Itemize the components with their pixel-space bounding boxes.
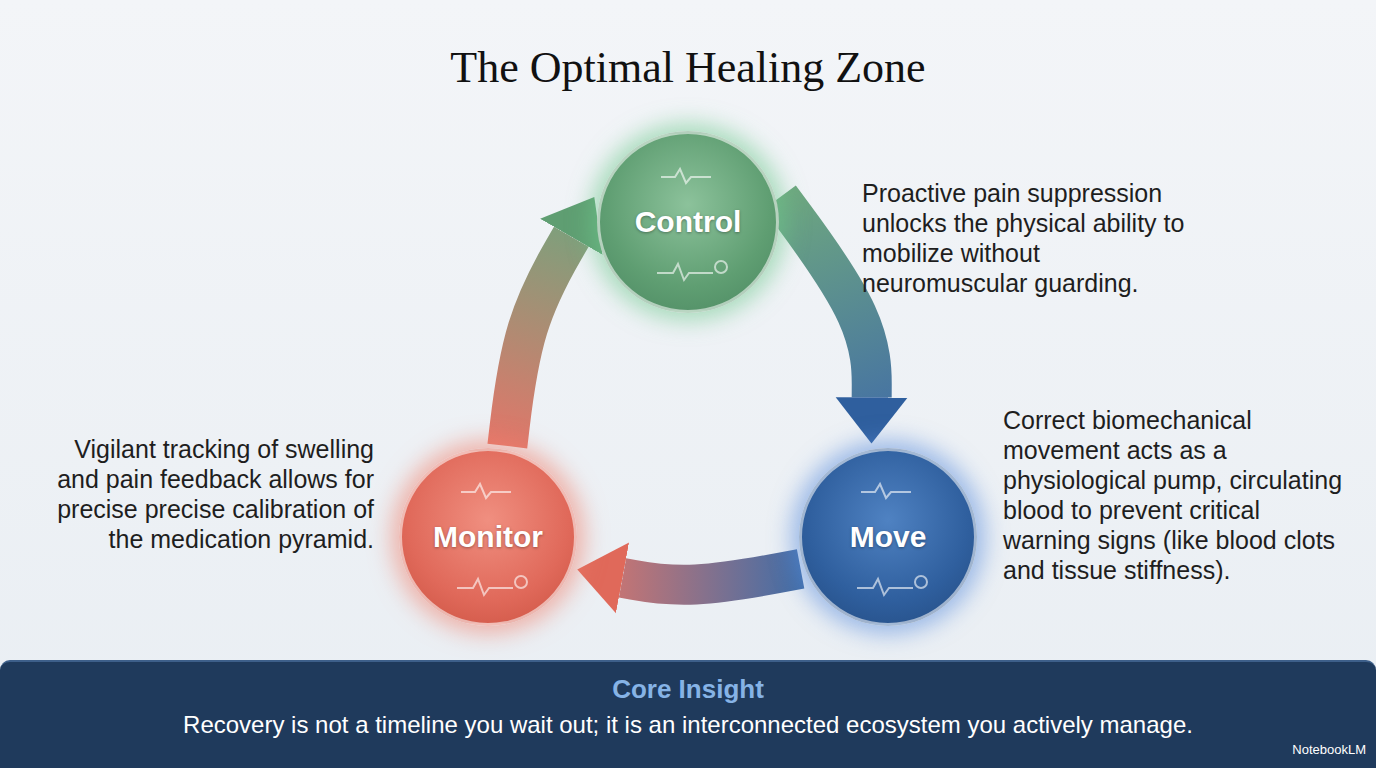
cycle-arrow — [507, 237, 571, 446]
pulse-icon — [661, 169, 711, 183]
glyph-icon — [715, 261, 727, 273]
pulse-icon — [857, 579, 913, 595]
insight-heading: Core Insight — [0, 674, 1376, 705]
glyph-icon — [915, 576, 927, 588]
monitor-circle: Monitor — [399, 448, 577, 626]
control-circle: Control — [597, 131, 779, 313]
pulse-icon — [461, 484, 511, 498]
insight-body: Recovery is not a timeline you wait out;… — [0, 711, 1376, 739]
cycle-arrow — [780, 197, 872, 397]
node-label: Control — [635, 205, 742, 239]
pulse-icon — [861, 484, 911, 498]
move-circle: Move — [799, 448, 977, 626]
watermark: NotebookLM — [1262, 742, 1366, 758]
glyph-icon — [515, 576, 527, 588]
description-text: Proactive pain suppression unlocks the p… — [862, 178, 1192, 298]
node-label: Monitor — [433, 520, 543, 554]
diagram-title: The Optimal Healing Zone — [0, 42, 1376, 93]
description-text: Vigilant tracking of swelling and pain f… — [40, 434, 374, 554]
pulse-icon — [457, 579, 513, 595]
description-text: Correct biomechanical movement acts as a… — [1003, 405, 1348, 585]
cycle-arrow — [623, 569, 801, 585]
insight-band: Core InsightRecovery is not a timeline y… — [0, 660, 1376, 768]
node-label: Move — [850, 520, 927, 554]
pulse-icon — [657, 264, 713, 280]
